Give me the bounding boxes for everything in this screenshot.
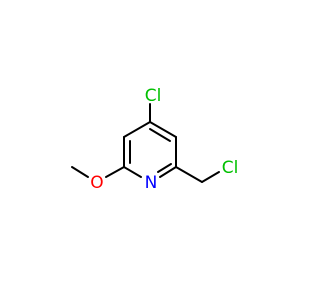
oxygen-label: O [90,173,103,193]
bond-c6-ch2 [175,166,203,183]
chemical-structure: Cl N O Cl [71,86,238,193]
bond-o-ch3 [71,166,89,178]
chlorine-chain-label: Cl [222,158,239,178]
bond-c2-n [123,166,142,178]
structure-canvas: Cl N O Cl [71,86,239,193]
atom-labels: Cl N O Cl [90,86,238,193]
bond-c5-c4 [149,121,177,138]
bond-c2-o [105,166,125,178]
bond-c5-c4-inner [149,128,171,142]
nitrogen-label: N [145,173,158,193]
bond-c4-c3 [123,121,151,138]
bond-ch2-cl [201,171,220,183]
bonds [71,103,220,183]
bond-n-c6 [159,166,177,178]
chlorine-ring-label: Cl [145,86,162,106]
bond-n-c6-inner [157,163,172,173]
